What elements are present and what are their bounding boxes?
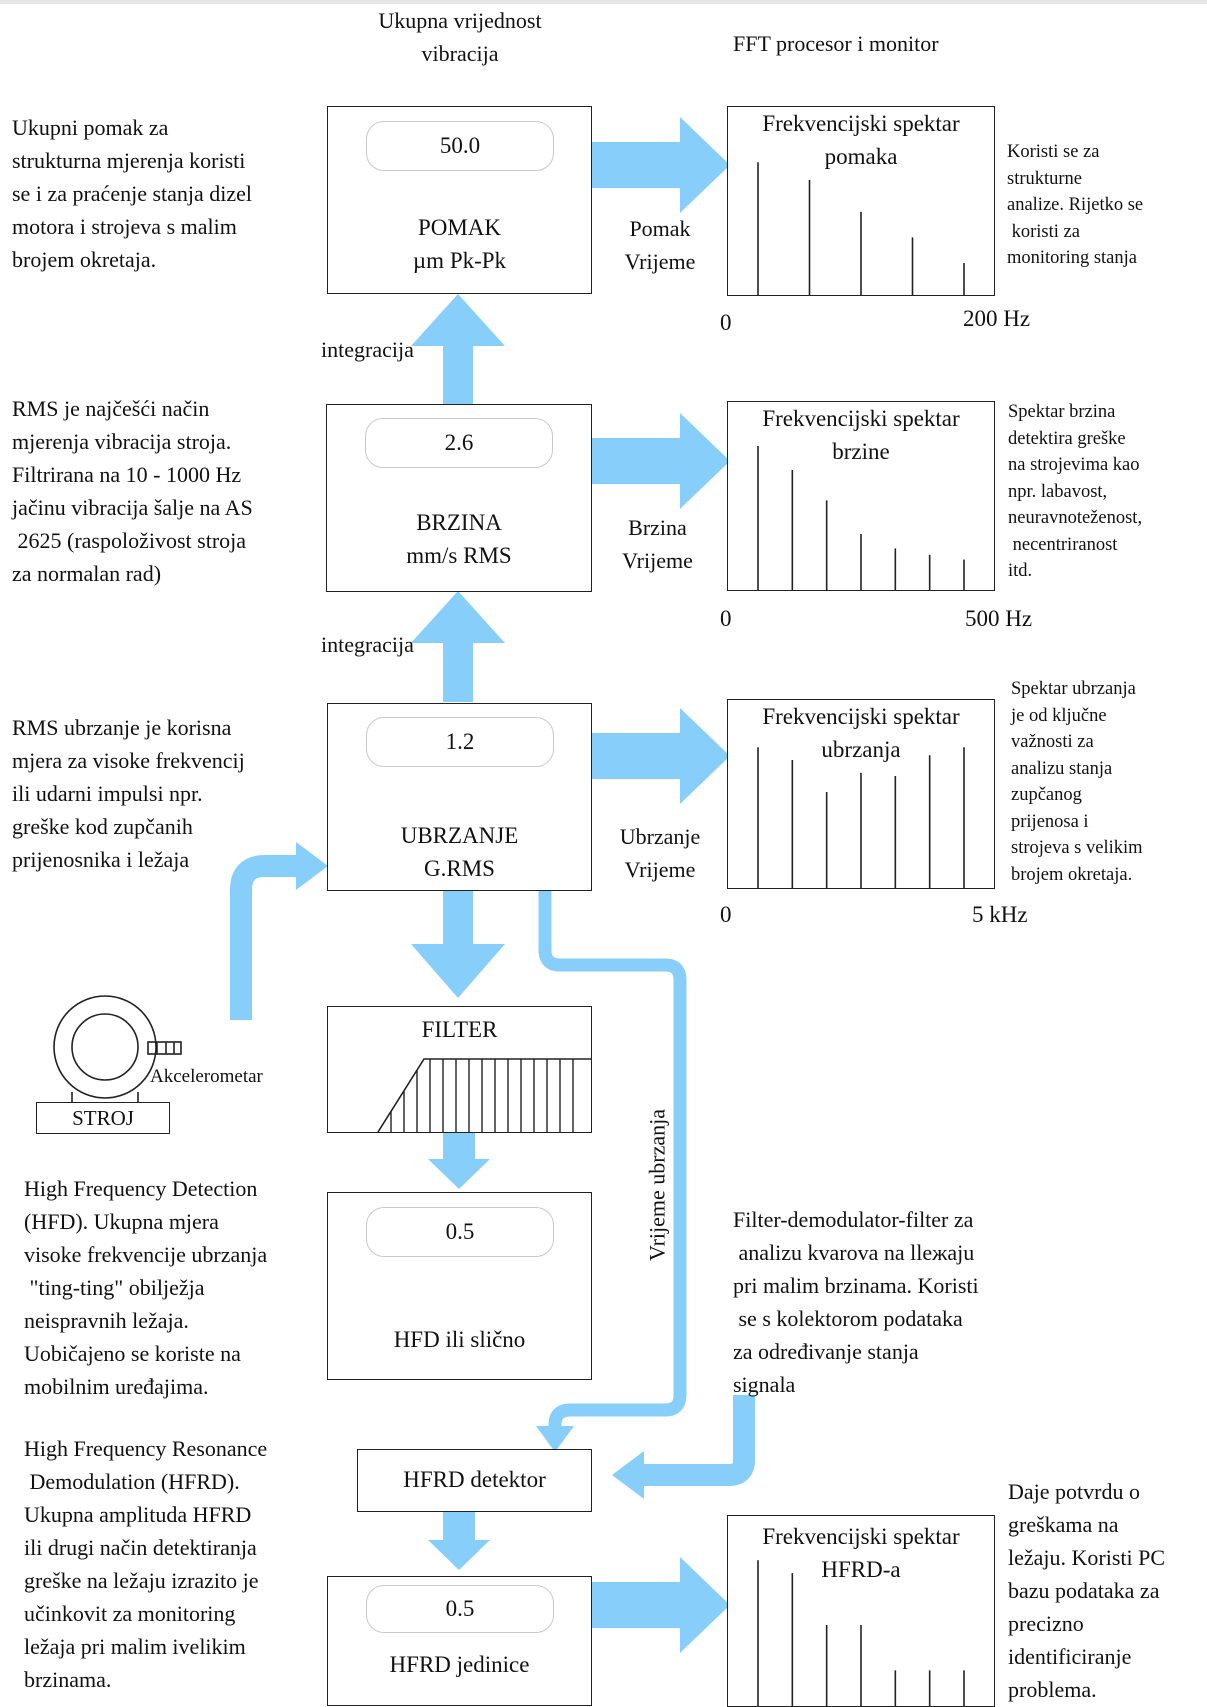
filter-label: FILTER — [421, 1017, 498, 1042]
header-fft-processor: FFT procesor i monitor — [733, 31, 939, 56]
arrow-ubrzanje-to-filter — [411, 890, 505, 998]
pomak-arrow-label: Pomak Vrijeme — [624, 216, 696, 274]
hfrd-detector-box: HFRD detektor — [357, 1449, 592, 1512]
arrow-pomak-to-spectrum — [592, 117, 730, 213]
hfrd-value: 0.5 — [366, 1585, 554, 1633]
accelerometer-label: Akcelerometar — [150, 1066, 263, 1087]
pomak-spectrum-title: Frekvencijski spektar pomaka — [762, 111, 960, 169]
brzina-note: Spektar brzina detektira greške na stroj… — [1008, 402, 1143, 581]
brzina-axis-end: 500 Hz — [965, 606, 1033, 631]
pomak-note: Koristi se za strukturne analize. Rijetk… — [1007, 142, 1144, 268]
pomak-label: POMAK µm Pk-Pk — [412, 215, 507, 273]
pomak-axis-end: 200 Hz — [963, 306, 1031, 331]
ubrzanje-label: UBRZANJE G.RMS — [400, 823, 519, 881]
pomak-value: 50.0 — [366, 121, 554, 171]
fdf-note: Filter-demodulator-filter za analizu kva… — [733, 1207, 979, 1397]
ubrzanje-spectrum: Frekvencijski spektar ubrzanja — [727, 699, 995, 889]
filter-response-graphic — [377, 1058, 591, 1132]
hfrd-detector-label: HFRD detektor — [403, 1467, 546, 1492]
arrow-sensor-to-ubrzanje — [230, 855, 298, 1020]
brzina-spectrum-title: Frekvencijski spektar brzine — [762, 406, 960, 464]
hfrd-units-label: HFRD jedinice — [389, 1652, 530, 1677]
time-accel-label: Vrijeme ubrzanja — [644, 1109, 670, 1261]
hfrd-spectrum: Frekvencijski spektar HFRD-a — [727, 1515, 995, 1707]
hfrd-note: Daje potvrdu o greškama na ležaju. Koris… — [1008, 1479, 1166, 1702]
hfrd-description: High Frequency Resonance Demodulation (H… — [24, 1436, 268, 1692]
hfrd-units-box: 0.5 HFRD jedinice — [327, 1576, 592, 1706]
hfd-box: 0.5 HFD ili slično — [327, 1192, 592, 1380]
ubrzanje-description: RMS ubrzanje je korisna mjera za visoke … — [12, 715, 245, 872]
arrow-hfrd-to-spectrum — [592, 1557, 730, 1653]
header-overall-value: Ukupna vrijednost vibracija — [378, 8, 542, 66]
top-rule — [0, 0, 1207, 4]
brzina-value: 2.6 — [365, 418, 553, 468]
ubrzanje-axis-end: 5 kHz — [972, 902, 1028, 927]
stroj-label: STROJ — [36, 1102, 170, 1134]
hfd-description: High Frequency Detection (HFD). Ukupna m… — [24, 1176, 268, 1399]
arrow-ubrzanje-to-spectrum — [592, 708, 730, 804]
brzina-label: BRZINA mm/s RMS — [406, 510, 512, 568]
accelerometer-icon — [147, 1041, 182, 1055]
arrow-detector-to-hfrd — [428, 1511, 490, 1570]
ubrzanje-note: Spektar ubrzanja je od ključne važnosti … — [1011, 679, 1143, 885]
ubrzanje-axis-start: 0 — [720, 902, 732, 927]
ubrzanje-box: 1.2 UBRZANJE G.RMS — [327, 703, 592, 891]
integration-label-upper: integracija — [321, 337, 414, 362]
ubrzanje-spectrum-title: Frekvencijski spektar ubrzanja — [762, 704, 960, 762]
brzina-spectrum: Frekvencijski spektar brzine — [727, 401, 995, 591]
brzina-axis-start: 0 — [720, 606, 732, 631]
brzina-arrow-label: Brzina Vrijeme — [622, 515, 693, 573]
machine-drawing — [53, 995, 182, 1104]
pomak-spectrum: Frekvencijski spektar pomaka — [727, 106, 995, 296]
arrow-fdf-path — [640, 1395, 755, 1486]
arrow-integration-lower — [411, 591, 505, 702]
arrow-integration-upper — [411, 294, 505, 405]
integration-label-lower: integracija — [321, 632, 414, 657]
ubrzanje-arrow-label: Ubrzanje Vrijeme — [619, 824, 701, 882]
ubrzanje-value: 1.2 — [366, 717, 554, 767]
brzina-box: 2.6 BRZINA mm/s RMS — [326, 404, 592, 592]
filter-box: FILTER — [327, 1006, 592, 1133]
hfd-label: HFD ili slično — [393, 1327, 526, 1352]
pomak-description: Ukupni pomak za strukturna mjerenja kori… — [12, 115, 253, 272]
hfd-value: 0.5 — [366, 1207, 554, 1257]
brzina-description: RMS je najčešći način mjerenja vibracija… — [12, 396, 253, 586]
arrow-brzina-to-spectrum — [592, 413, 730, 509]
arrow-filter-to-hfd — [428, 1131, 490, 1189]
arrow-time-accel-path — [538, 890, 687, 1432]
pomak-axis-start: 0 — [720, 310, 732, 335]
pomak-box: 50.0 POMAK µm Pk-Pk — [327, 106, 592, 294]
hfrd-spectrum-title: Frekvencijski spektar HFRD-a — [762, 1524, 960, 1582]
